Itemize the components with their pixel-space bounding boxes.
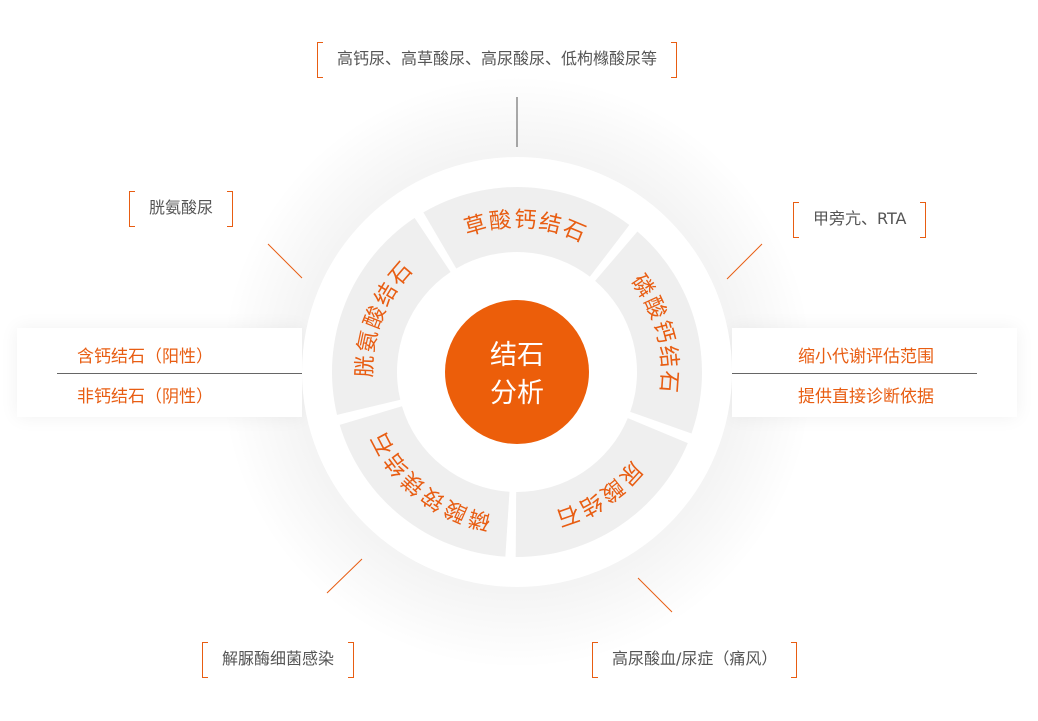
right-panel: 缩小代谢评估范围 提供直接诊断依据 (732, 328, 1017, 417)
center-line2: 分析 (490, 378, 544, 409)
ring-segment (339, 406, 510, 557)
ring-segment (515, 418, 688, 557)
left-panel-top: 含钙结石（阳性） (77, 347, 213, 367)
callout-bottom-right: 高尿酸血/尿症（痛风） (592, 642, 798, 678)
connector-bottom-left (326, 558, 363, 594)
right-panel-divider (732, 373, 977, 374)
center-circle (445, 300, 589, 444)
ring-segment (423, 187, 630, 277)
connector-top-right (726, 243, 763, 280)
center-line1: 结石 (490, 340, 544, 371)
callout-bottom-left: 解脲酶细菌感染 (202, 642, 355, 678)
right-panel-bottom: 提供直接诊断依据 (798, 387, 934, 407)
connector-top-left (267, 243, 303, 279)
left-panel: 含钙结石（阳性） 非钙结石（阴性） (17, 328, 302, 417)
callout-top: 高钙尿、高草酸尿、高尿酸尿、低枸橼酸尿等 (317, 42, 678, 78)
callout-top-left: 胱氨酸尿 (129, 191, 234, 227)
callout-top-right: 甲旁亢、RTA (793, 202, 927, 238)
ring-segment (595, 231, 703, 434)
connector-bottom-right (637, 577, 673, 613)
left-panel-bottom: 非钙结石（阴性） (77, 387, 213, 407)
left-panel-divider (57, 373, 302, 374)
ring-segment (331, 217, 451, 415)
right-panel-top: 缩小代谢评估范围 (798, 347, 934, 367)
